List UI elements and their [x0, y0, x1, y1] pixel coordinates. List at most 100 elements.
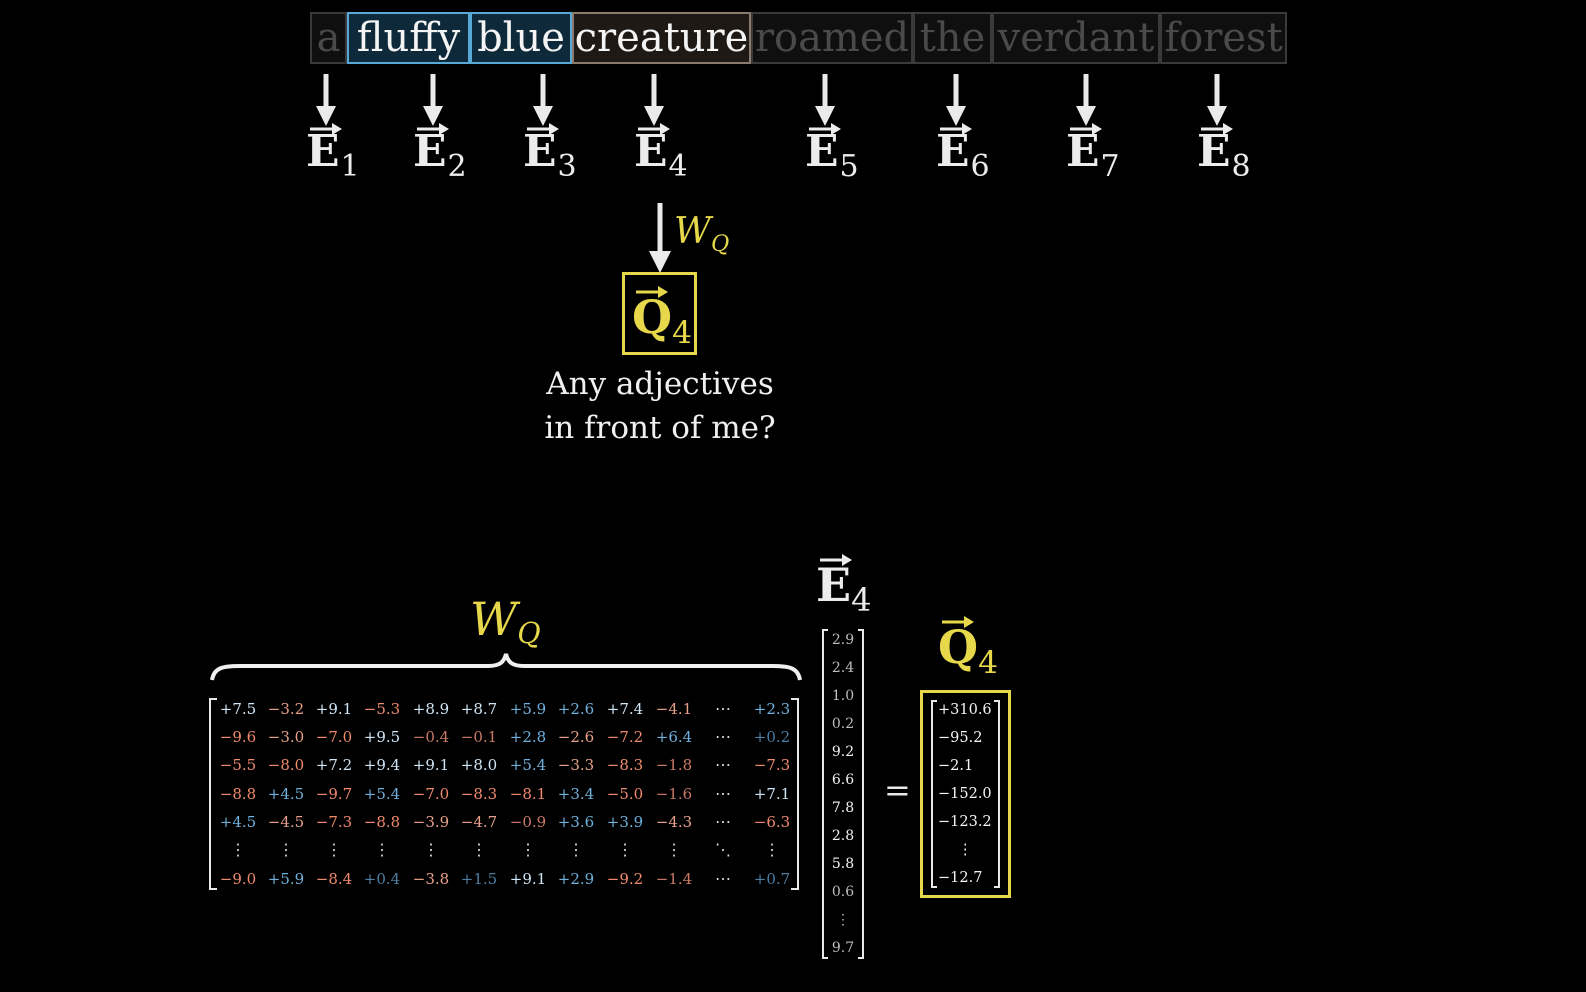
matrix-cell: −7.3: [315, 813, 353, 831]
matrix-cell: ⋯: [715, 699, 731, 718]
vector-q4-cell: −123.2: [938, 814, 992, 830]
matrix-cell: +7.2: [315, 756, 353, 774]
matrix-cell: −7.2: [606, 728, 644, 746]
matrix-cell: +8.0: [460, 756, 498, 774]
matrix-cell: −0.4: [412, 728, 450, 746]
down-arrow-icon: [316, 74, 336, 126]
embedding-e3: E3: [523, 123, 577, 182]
matrix-cell: ⋱: [715, 840, 731, 859]
matrix-cell: +5.9: [267, 870, 305, 888]
down-arrow-icon: [1207, 74, 1227, 126]
down-arrow-icon: [815, 74, 835, 126]
matrix-brace: [210, 653, 802, 681]
matrix-cell: −7.0: [315, 728, 353, 746]
wq-label-large: WQ: [470, 592, 541, 650]
embedding-e4: E4: [634, 123, 688, 182]
matrix-cell: +3.9: [606, 813, 644, 831]
matrix-cell: ⋮: [471, 840, 487, 859]
matrix-cell: +5.4: [363, 785, 401, 803]
matrix-cell: −8.3: [606, 756, 644, 774]
matrix-cell: −1.6: [655, 785, 693, 803]
matrix-cell: −6.3: [753, 813, 791, 831]
matrix-cell: +3.6: [557, 813, 595, 831]
matrix-cell: −4.5: [267, 813, 305, 831]
matrix-cell: +0.7: [753, 870, 791, 888]
matrix-cell: +5.9: [509, 700, 547, 718]
matrix-cell: +9.1: [412, 756, 450, 774]
vector-e4-cell: ⋮: [836, 912, 850, 928]
matrix-cell: +9.1: [315, 700, 353, 718]
vector-e4-left-bracket: [822, 629, 828, 959]
vector-e4-cell: 1.0: [831, 688, 855, 704]
matrix-cell: −9.2: [606, 870, 644, 888]
token-roamed: roamed: [751, 12, 913, 64]
embedding-e8: E8: [1197, 123, 1251, 182]
matrix-cell: ⋮: [326, 840, 342, 859]
matrix-cell: −4.7: [460, 813, 498, 831]
matrix-cell: +1.5: [460, 870, 498, 888]
embedding-e5: E5: [805, 123, 859, 182]
query-question: Any adjectives in front of me?: [500, 362, 820, 450]
matrix-cell: −9.6: [219, 728, 257, 746]
matrix-cell: −5.5: [219, 756, 257, 774]
matrix-cell: +9.1: [509, 870, 547, 888]
matrix-cell: ⋮: [278, 840, 294, 859]
matrix-left-bracket: [209, 698, 217, 890]
matrix-cell: +2.9: [557, 870, 595, 888]
embedding-e6: E6: [936, 123, 990, 182]
vector-e4-cell: 2.4: [831, 660, 855, 676]
matrix-cell: +6.4: [655, 728, 693, 746]
vector-e4-cell: 7.8: [831, 800, 855, 816]
matrix-cell: −1.8: [655, 756, 693, 774]
result-q4-left-bracket: [931, 700, 937, 888]
matrix-cell: +0.4: [363, 870, 401, 888]
vector-e4-cell: 0.6: [831, 884, 855, 900]
matrix-cell: −9.0: [219, 870, 257, 888]
matrix-cell: −3.9: [412, 813, 450, 831]
matrix-cell: ⋯: [715, 755, 731, 774]
vector-e4-cell: 6.6: [831, 772, 855, 788]
token-creature: creature: [572, 12, 751, 64]
matrix-cell: ⋮: [230, 840, 246, 859]
vector-e4-cell: 9.2: [831, 744, 855, 760]
matrix-cell: −8.8: [219, 785, 257, 803]
token-blue: blue: [470, 12, 572, 64]
vector-e4-cell: 0.2: [831, 716, 855, 732]
matrix-cell: −3.2: [267, 700, 305, 718]
down-arrow-icon: [533, 74, 553, 126]
matrix-cell: −9.7: [315, 785, 353, 803]
query-question-line1: Any adjectives: [546, 366, 774, 402]
vector-q4-cell: −2.1: [938, 758, 974, 774]
matrix-cell: −8.8: [363, 813, 401, 831]
matrix-cell: ⋮: [423, 840, 439, 859]
matrix-cell: +7.5: [219, 700, 257, 718]
matrix-cell: ⋮: [568, 840, 584, 859]
matrix-cell: ⋯: [715, 784, 731, 803]
matrix-cell: +4.5: [267, 785, 305, 803]
matrix-cell: ⋮: [374, 840, 390, 859]
matrix-cell: +0.2: [753, 728, 791, 746]
matrix-cell: −5.3: [363, 700, 401, 718]
matrix-cell: −7.0: [412, 785, 450, 803]
token-a: a: [310, 12, 347, 64]
vector-q4-cell: +310.6: [938, 702, 992, 718]
matrix-cell: −3.3: [557, 756, 595, 774]
matrix-cell: +7.1: [753, 785, 791, 803]
matrix-cell: +3.4: [557, 785, 595, 803]
matrix-cell: ⋮: [617, 840, 633, 859]
down-arrow-icon: [946, 74, 966, 126]
embedding-e7: E7: [1066, 123, 1120, 182]
matrix-cell: +8.7: [460, 700, 498, 718]
matrix-cell: −2.6: [557, 728, 595, 746]
vector-e4-cell: 5.8: [831, 856, 855, 872]
matrix-cell: −0.9: [509, 813, 547, 831]
wq-label-small: WQ: [674, 211, 730, 257]
query-vector-q4: Q4: [632, 286, 692, 349]
matrix-right-bracket: [791, 698, 799, 890]
matrix-cell: +9.5: [363, 728, 401, 746]
matrix-cell: −3.0: [267, 728, 305, 746]
matrix-cell: ⋮: [764, 840, 780, 859]
matrix-cell: ⋯: [715, 869, 731, 888]
query-question-line2: in front of me?: [544, 410, 776, 446]
matrix-cell: ⋯: [715, 812, 731, 831]
